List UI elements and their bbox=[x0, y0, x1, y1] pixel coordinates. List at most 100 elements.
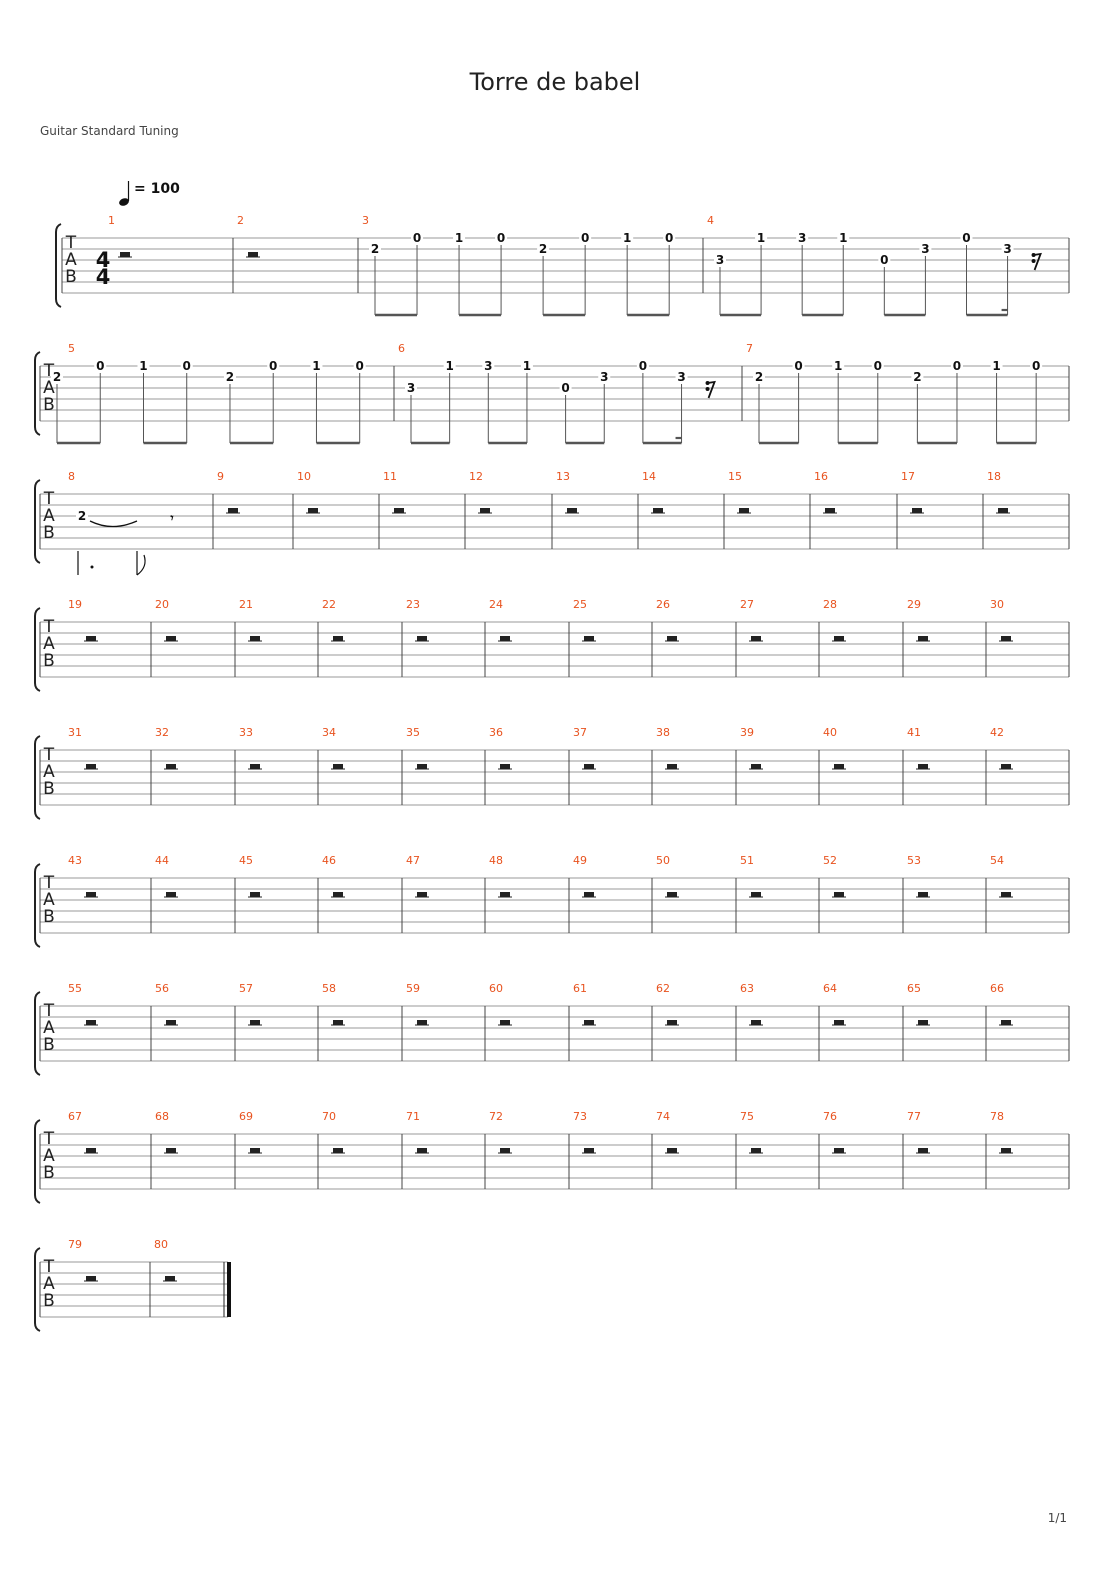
fret-background bbox=[94, 359, 107, 372]
measure-number: 43 bbox=[68, 854, 82, 867]
rest-mark bbox=[834, 764, 844, 769]
measure-number: 71 bbox=[406, 1110, 420, 1123]
measure-number: 47 bbox=[406, 854, 420, 867]
fret-number: 0 bbox=[962, 231, 970, 245]
rest-mark bbox=[834, 636, 844, 641]
measure-number: 73 bbox=[573, 1110, 587, 1123]
tab-clef-letter: T bbox=[43, 873, 55, 893]
measure-number: 3 bbox=[362, 214, 369, 227]
rest-mark bbox=[480, 508, 490, 513]
fret-background bbox=[453, 231, 466, 244]
rest-mark bbox=[500, 1148, 510, 1153]
measure-number: 52 bbox=[823, 854, 837, 867]
fret-number: 0 bbox=[1032, 359, 1040, 373]
measure-number: 18 bbox=[987, 470, 1001, 483]
rest-mark bbox=[333, 1020, 343, 1025]
fret-number: 3 bbox=[484, 359, 492, 373]
fret-background bbox=[837, 231, 850, 244]
measure-number: 67 bbox=[68, 1110, 82, 1123]
rest-mark bbox=[417, 892, 427, 897]
rest-mark bbox=[1001, 1020, 1011, 1025]
measure-number: 38 bbox=[656, 726, 670, 739]
rest-mark bbox=[500, 1020, 510, 1025]
measure-number: 16 bbox=[814, 470, 828, 483]
time-signature-top: 4 bbox=[96, 248, 111, 272]
rest-mark bbox=[417, 1148, 427, 1153]
measure-number: 46 bbox=[322, 854, 336, 867]
song-title: Torre de babel bbox=[469, 68, 641, 96]
tab-clef-letter: B bbox=[65, 267, 77, 287]
rest-mark bbox=[250, 892, 260, 897]
system-bracket bbox=[34, 863, 41, 948]
fret-number: 0 bbox=[413, 231, 421, 245]
measure-number: 78 bbox=[990, 1110, 1004, 1123]
fret-number: 0 bbox=[96, 359, 104, 373]
rest-mark bbox=[308, 508, 318, 513]
measure-number: 75 bbox=[740, 1110, 754, 1123]
rest-mark bbox=[667, 1148, 677, 1153]
measure-number: 39 bbox=[740, 726, 754, 739]
fret-background bbox=[950, 359, 963, 372]
measure-number: 19 bbox=[68, 598, 82, 611]
fret-background bbox=[443, 359, 456, 372]
system-bracket bbox=[55, 223, 62, 308]
fret-number: 0 bbox=[639, 359, 647, 373]
rest-mark bbox=[394, 508, 404, 513]
rest-mark bbox=[120, 252, 130, 257]
rest-mark bbox=[250, 1148, 260, 1153]
rest-mark bbox=[667, 892, 677, 897]
measure-number: 23 bbox=[406, 598, 420, 611]
measure-number: 65 bbox=[907, 982, 921, 995]
measure-number: 45 bbox=[239, 854, 253, 867]
measure-number: 35 bbox=[406, 726, 420, 739]
fret-background bbox=[636, 359, 649, 372]
fret-number: 1 bbox=[139, 359, 147, 373]
measure-number: 62 bbox=[656, 982, 670, 995]
tab-clef-letter: B bbox=[43, 1291, 55, 1311]
measure-number: 60 bbox=[489, 982, 503, 995]
fret-number: 1 bbox=[312, 359, 320, 373]
fret-background bbox=[520, 359, 533, 372]
fret-background bbox=[180, 359, 193, 372]
fret-background bbox=[911, 370, 924, 383]
measure-number: 1 bbox=[108, 214, 115, 227]
tab-clef-letter: A bbox=[43, 1146, 55, 1166]
rest-mark bbox=[653, 508, 663, 513]
fret-number: 0 bbox=[497, 231, 505, 245]
fret-number: 2 bbox=[371, 242, 379, 256]
note-flag bbox=[136, 554, 146, 576]
measure-number: 29 bbox=[907, 598, 921, 611]
tab-clef-letter: A bbox=[43, 634, 55, 654]
rest-mark bbox=[751, 764, 761, 769]
rest-mark bbox=[166, 1148, 176, 1153]
rest-mark bbox=[86, 892, 96, 897]
tab-clef-letter: B bbox=[43, 779, 55, 799]
fret-number: 3 bbox=[1003, 242, 1011, 256]
fret-background bbox=[137, 359, 150, 372]
quarter-note-icon bbox=[119, 198, 129, 206]
measure-number: 57 bbox=[239, 982, 253, 995]
rest-mark bbox=[1001, 892, 1011, 897]
rest-mark bbox=[500, 892, 510, 897]
rest-mark bbox=[166, 1020, 176, 1025]
measure-number: 22 bbox=[322, 598, 336, 611]
sixteenth-rest-icon bbox=[1033, 252, 1042, 271]
rest-mark bbox=[86, 1276, 96, 1281]
measure-number: 14 bbox=[642, 470, 656, 483]
fret-background bbox=[753, 370, 765, 383]
tempo-value: = 100 bbox=[134, 181, 180, 197]
rest-mark bbox=[584, 764, 594, 769]
rest-mark bbox=[751, 1148, 761, 1153]
fret-background bbox=[353, 359, 366, 372]
tab-clef-letter: B bbox=[43, 1035, 55, 1055]
fret-background bbox=[411, 231, 424, 244]
fret-number: 1 bbox=[455, 231, 463, 245]
measure-number: 64 bbox=[823, 982, 837, 995]
rest-mark bbox=[998, 508, 1008, 513]
fret-background bbox=[714, 253, 726, 266]
tab-clef-letter: B bbox=[43, 651, 55, 671]
